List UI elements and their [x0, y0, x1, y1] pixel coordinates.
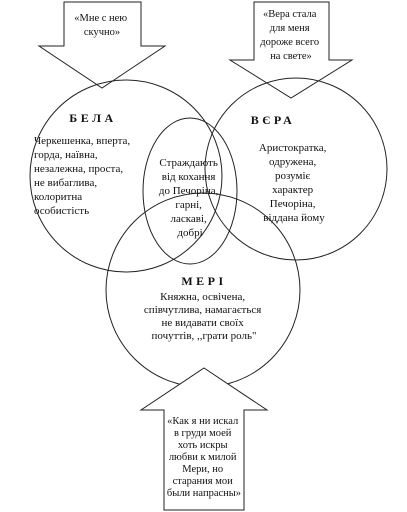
- meri-line: почуттів, ,,грати роль": [152, 330, 257, 342]
- center-line: Страждають: [159, 157, 218, 169]
- bela-description: Черкешенка, вперта, горда, наївна, незал…: [34, 135, 133, 217]
- vera-circle: [204, 77, 388, 261]
- down-arrow-right: «Вера стала для меня дороже всего на све…: [228, 1, 354, 99]
- vera-line: Аристократка,: [259, 142, 327, 154]
- vera-line: одружена,: [269, 156, 317, 168]
- quote-line: «Вера стала: [263, 9, 317, 20]
- bela-line: особистість: [34, 205, 89, 217]
- quote-line: старания мои: [173, 476, 234, 487]
- quote-line: хоть искры: [178, 440, 228, 451]
- quote-line: были напрасны»: [167, 488, 241, 499]
- center-line: від кохання: [162, 171, 216, 183]
- quote-line: «Мне с нею: [74, 13, 127, 24]
- vera-description: Аристократка, одружена, розуміє характер…: [259, 142, 329, 224]
- vera-title: ВЄРА: [251, 113, 296, 127]
- meri-title: МЕРІ: [181, 274, 226, 288]
- bela-circle: [29, 79, 223, 273]
- meri-line: не видавати своїх: [162, 317, 245, 329]
- vera-line: розуміє: [275, 170, 310, 182]
- vera-line: характер: [272, 184, 314, 196]
- quote-line: любви к милой: [169, 452, 237, 463]
- bela-line: колоритна: [34, 191, 82, 203]
- quote-line: в груди моей: [174, 428, 232, 439]
- bela-line: горда, наївна,: [34, 149, 98, 161]
- quote-line: на свете»: [270, 51, 312, 62]
- quote-line: скучно»: [84, 27, 120, 38]
- bela-line: незалежна, проста,: [34, 163, 123, 175]
- bela-line: Черкешенка, вперта,: [34, 135, 130, 147]
- bela-title: БЕЛА: [69, 111, 116, 125]
- common-traits: Страждають від кохання до Печоріна, гарн…: [159, 157, 221, 239]
- vera-line: Печоріна,: [270, 198, 316, 210]
- center-line: до Печоріна,: [159, 185, 219, 197]
- meri-line: Княжна, освічена,: [160, 291, 245, 303]
- quote-line: «Как я ни искал: [167, 416, 238, 427]
- quote-line: Мери, но: [182, 464, 223, 475]
- up-arrow-bottom: «Как я ни искал в груди моей хоть искры …: [139, 367, 269, 511]
- down-arrow-left: «Мне с нею скучно»: [37, 1, 167, 89]
- quote-line: дороже всего: [260, 37, 319, 48]
- vera-line: віддана йому: [263, 212, 325, 224]
- center-line: гарні,: [175, 199, 202, 211]
- quote-line: для меня: [270, 23, 310, 34]
- meri-description: Княжна, освічена, співчутлива, намагаєть…: [144, 291, 264, 342]
- quote-line: «Мне с нею скучно»: [74, 13, 130, 38]
- meri-line: співчутлива, намагається: [144, 304, 261, 316]
- bela-line: не вибаглива,: [34, 177, 97, 189]
- center-ellipse: [142, 117, 238, 265]
- center-line: ласкаві,: [170, 213, 207, 225]
- quote-line: «Вера стала для меня дороже всего на све…: [260, 9, 322, 62]
- quote-line: «Как я ни искал в груди моей хоть искры …: [167, 416, 241, 499]
- center-line: добрі: [177, 227, 202, 239]
